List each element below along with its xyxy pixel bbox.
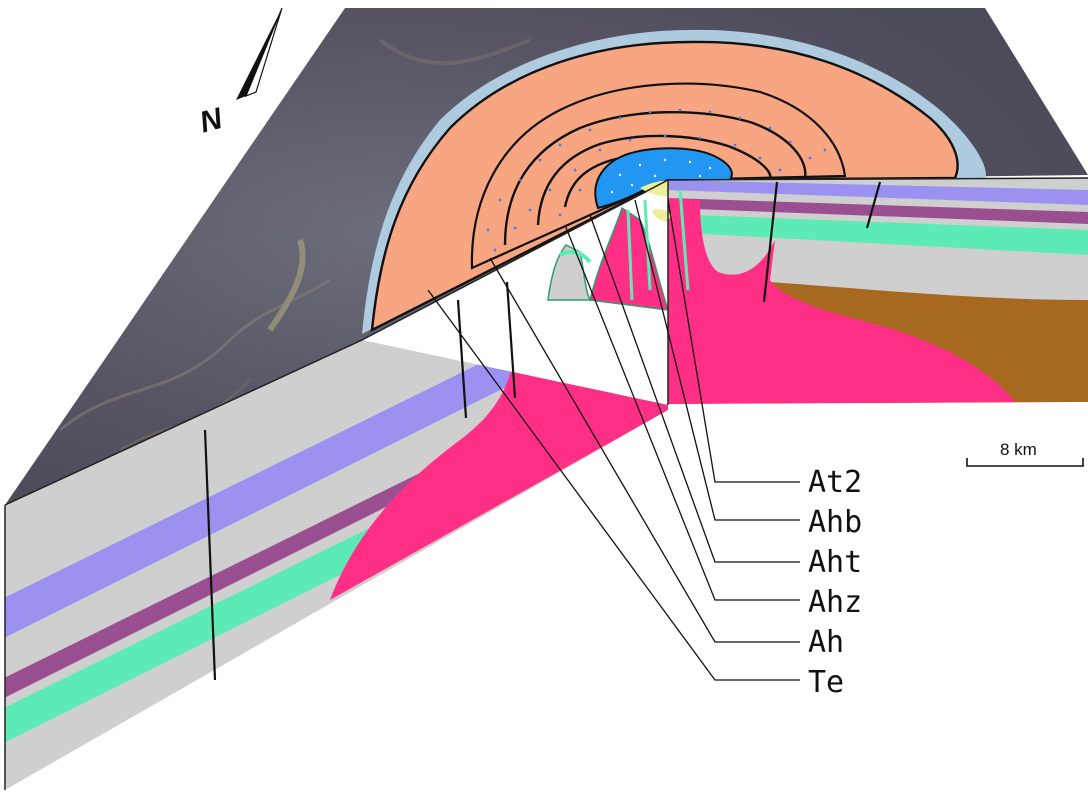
stipple (486, 108, 827, 252)
label-Aht: Aht (808, 545, 862, 580)
faults (203, 181, 882, 681)
band-purple-right (668, 198, 1088, 224)
map-rings (362, 29, 986, 335)
magma-right (668, 198, 1015, 404)
right-section (668, 178, 1088, 404)
contact-3 (536, 134, 772, 226)
block-outlines (4, 177, 1088, 790)
ring-salmon (370, 40, 959, 333)
unit-labels: At2 Ahb Aht Ahz Ah Te (808, 465, 862, 700)
label-At2: At2 (808, 465, 862, 500)
core-stipple (610, 158, 712, 194)
label-Te: Te (808, 665, 844, 700)
scale-bar: 8 km (966, 440, 1084, 467)
north-arrow-label: N (196, 102, 227, 140)
label-Ahb: Ahb (808, 505, 862, 540)
contact-2 (503, 110, 807, 246)
scale-bar-label: 8 km (1000, 440, 1037, 459)
diapirs (547, 189, 690, 311)
label-Ah: Ah (808, 625, 844, 660)
leader-lines (427, 199, 800, 681)
label-Ahz: Ahz (808, 585, 862, 620)
